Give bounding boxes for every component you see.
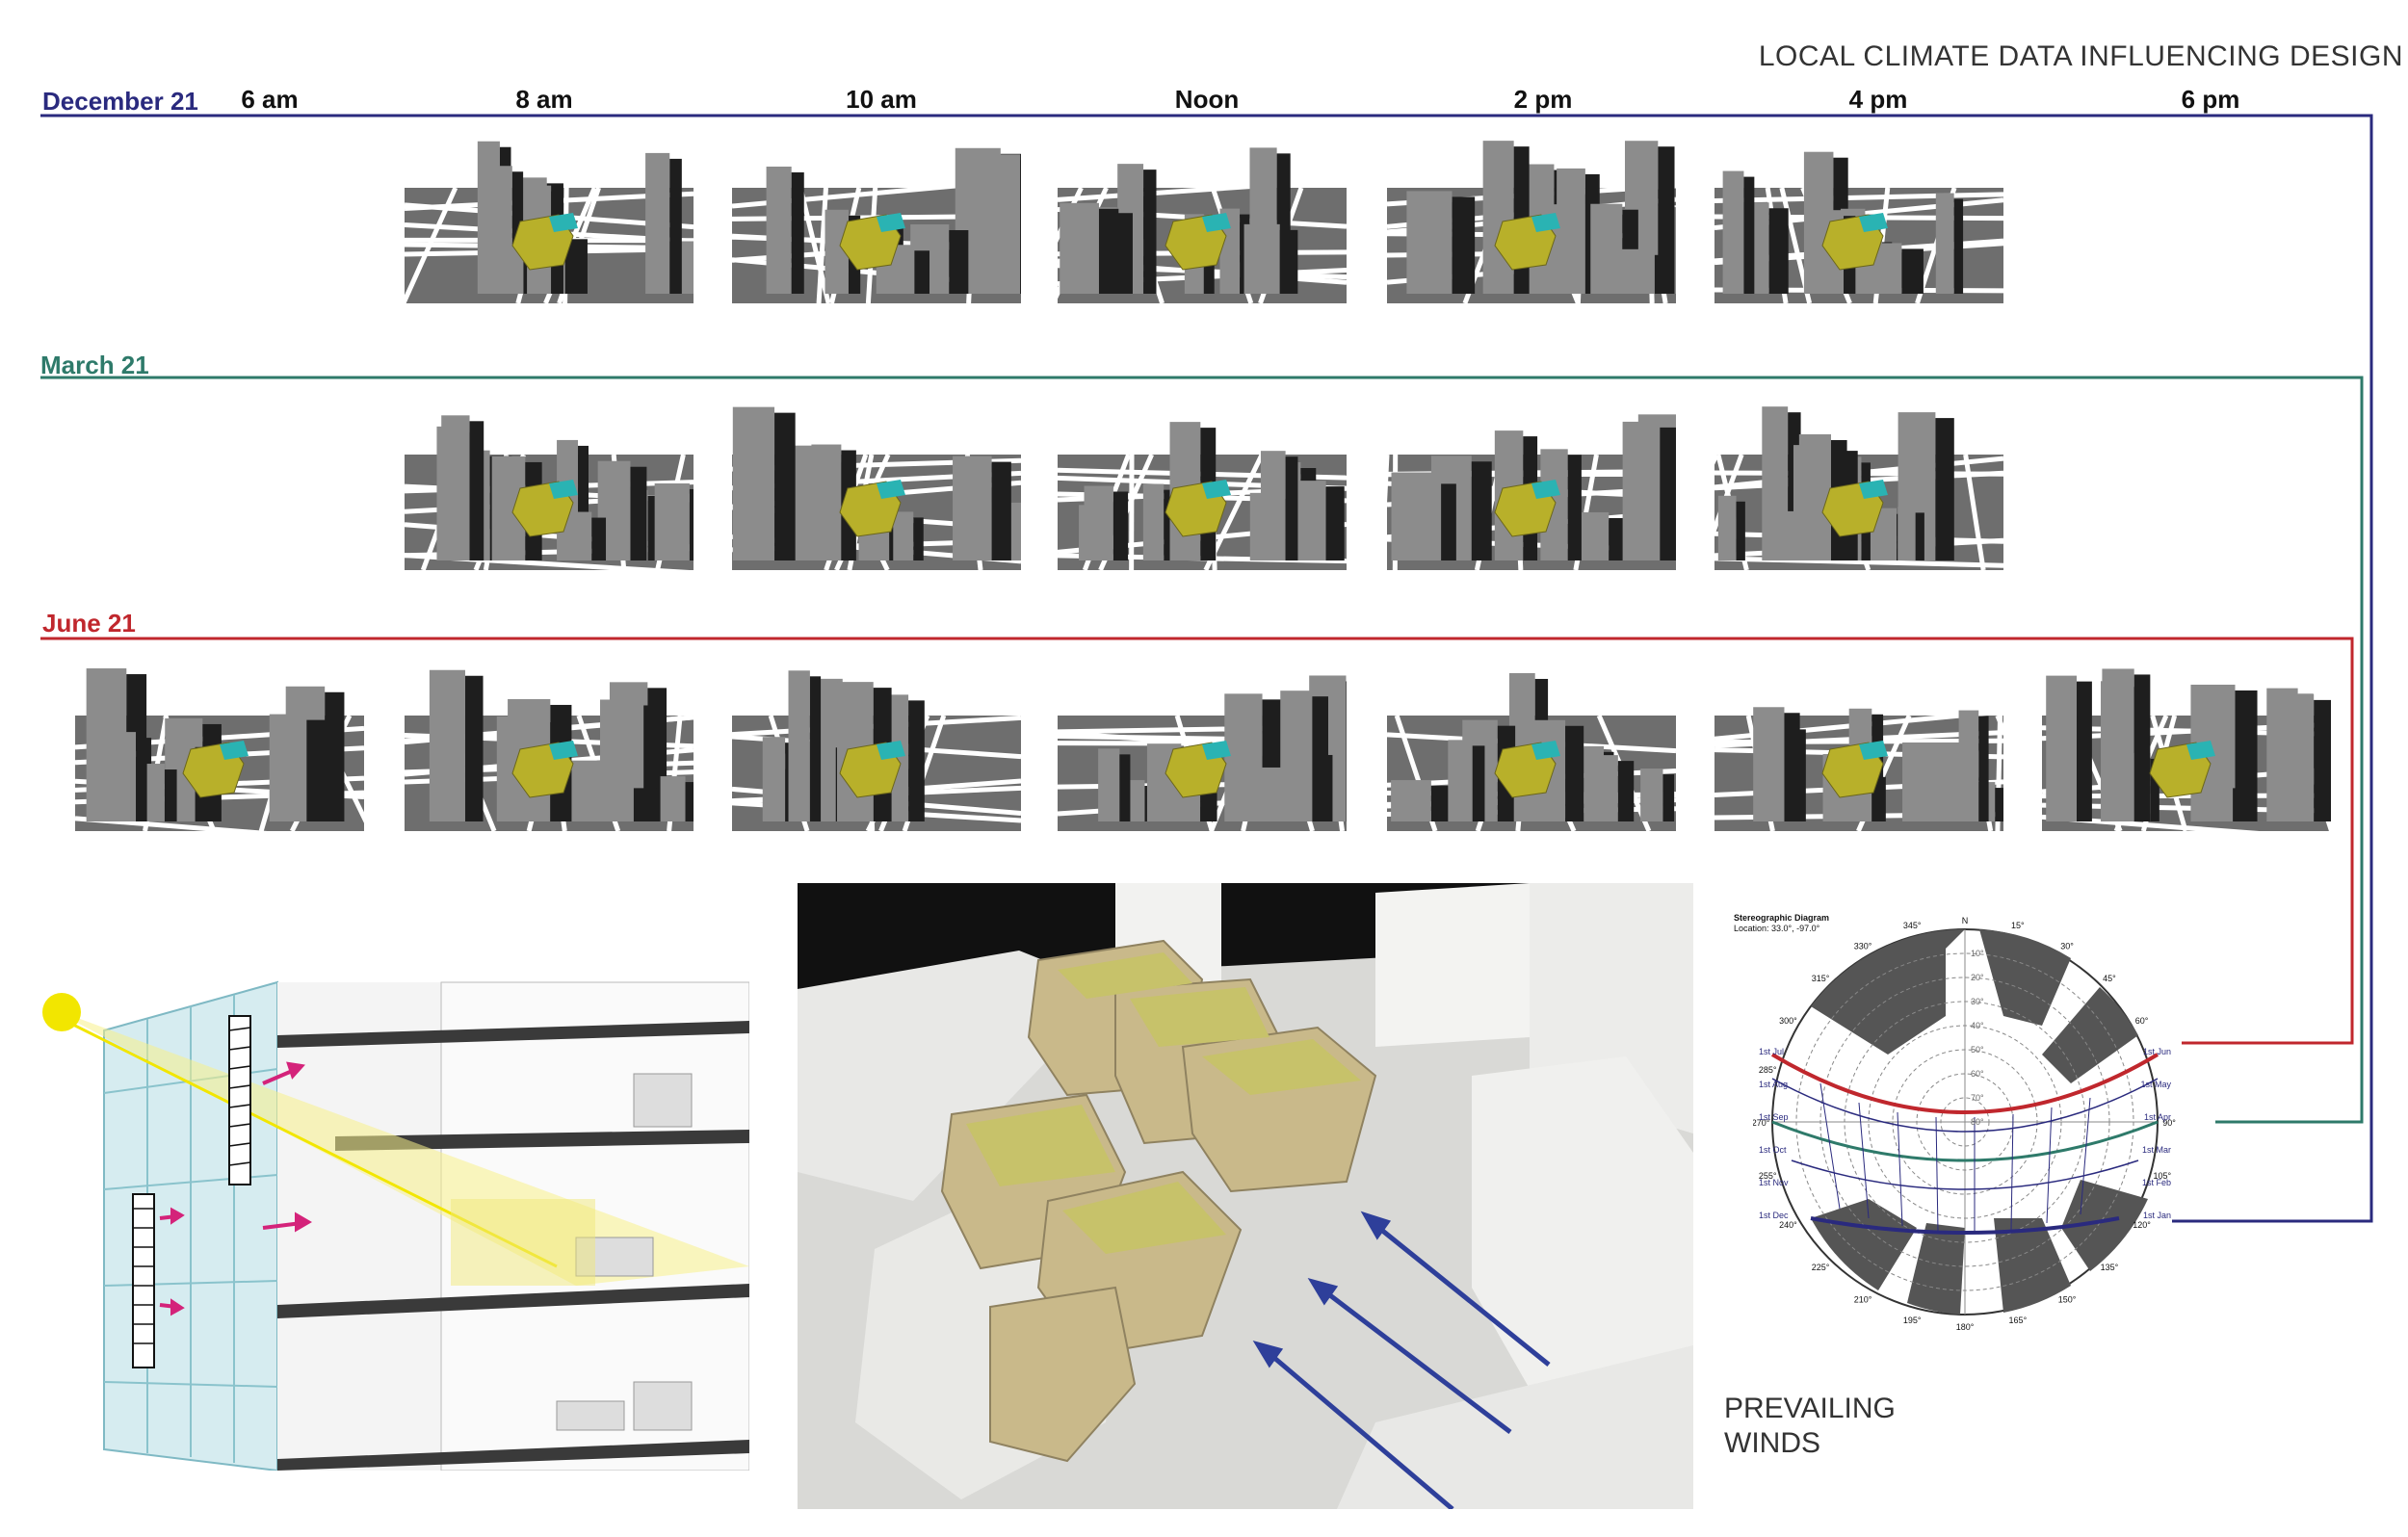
time-header-noon: Noon (1174, 85, 1240, 114)
time-header-8am: 8 am (515, 85, 573, 114)
march-sun-path (1771, 1120, 2159, 1162)
altitude-label: 10° (1971, 949, 1984, 958)
row-label-march: March 21 (40, 351, 149, 379)
azimuth-label: 30° (2060, 941, 2074, 951)
sun-study-image (405, 130, 694, 303)
compass-north-label: N (1962, 916, 1969, 925)
altitude-label: 80° (1971, 1117, 1984, 1127)
azimuth-label: 315° (1812, 974, 1830, 983)
date-label-left: 1st Sep (1759, 1112, 1789, 1122)
altitude-label: 70° (1971, 1093, 1984, 1103)
sun-study-image (1058, 658, 1347, 831)
azimuth-label: 210° (1854, 1295, 1872, 1305)
row-label-december: December 21 (42, 87, 198, 116)
altitude-label: 40° (1971, 1021, 1984, 1030)
date-label-left: 1st Dec (1759, 1211, 1789, 1220)
page-title: LOCAL CLIMATE DATA INFLUENCING DESIGN (1758, 40, 2403, 72)
date-label-left: 1st Aug (1759, 1080, 1788, 1089)
stereographic-diagram: N 345° 15° 30° 330° 315° 45° 300° 60° 285° 270° 90°… (1753, 916, 2176, 1332)
sun-study-image (1058, 130, 1347, 303)
azimuth-label: 165° (2009, 1316, 2028, 1325)
azimuth-label: 345° (1903, 921, 1922, 930)
date-label-left: 1st Oct (1759, 1145, 1787, 1155)
sun-study-image (732, 397, 1021, 570)
sun-study-image (732, 658, 1021, 831)
stereographic-title: Stereographic Diagram (1734, 913, 1830, 923)
altitude-label: 20° (1971, 973, 1984, 982)
azimuth-label: 270° (1753, 1118, 1770, 1128)
azimuth-label: 150° (2058, 1295, 2077, 1305)
sun-study-image (2042, 658, 2331, 831)
azimuth-label: 330° (1854, 941, 1872, 951)
altitude-label: 50° (1971, 1045, 1984, 1055)
sun-study-image (732, 130, 1021, 303)
azimuth-label: 45° (2103, 974, 2116, 983)
time-header-10am: 10 am (846, 85, 917, 114)
sun-study-image (405, 658, 694, 831)
time-header-6pm: 6 pm (2181, 85, 2240, 114)
sun-study-image (1714, 130, 2003, 303)
sun-study-image (1714, 397, 2003, 570)
section-perspective (37, 977, 749, 1471)
date-label-left: 1st Jul (1759, 1047, 1784, 1056)
sun-study-image (1387, 130, 1676, 303)
altitude-label: 30° (1971, 997, 1984, 1006)
azimuth-label: 180° (1956, 1322, 1975, 1332)
site-model-photo (798, 883, 1693, 1509)
azimuth-label: 15° (2011, 921, 2025, 930)
sun-study-image (1714, 658, 2003, 831)
prevailing-winds-arrows (1252, 1211, 1551, 1509)
azimuth-label: 255° (1759, 1171, 1777, 1181)
time-header-4pm: 4 pm (1848, 85, 1908, 114)
azimuth-label: 240° (1779, 1220, 1797, 1230)
prevailing-winds-line-1: PREVAILING (1724, 1393, 1896, 1424)
sun-icon (42, 993, 81, 1031)
sun-study-image (1058, 397, 1347, 570)
date-label-right: 1st Feb (2142, 1178, 2171, 1187)
date-label-right: 1st Mar (2142, 1145, 2171, 1155)
azimuth-label: 90° (2162, 1118, 2176, 1128)
date-label-left: 1st Nov (1759, 1178, 1789, 1187)
sun-study-image (1387, 397, 1676, 570)
azimuth-label: 300° (1779, 1016, 1797, 1026)
date-label-right: 1st Jan (2143, 1211, 2171, 1220)
time-header-6am: 6 am (241, 85, 299, 114)
date-label-right: 1st May (2140, 1080, 2171, 1089)
azimuth-label: 195° (1903, 1316, 1922, 1325)
sun-study-image (405, 397, 694, 570)
azimuth-label: 135° (2101, 1263, 2119, 1272)
azimuth-label: 105° (2153, 1171, 2171, 1181)
azimuth-label: 225° (1812, 1263, 1830, 1272)
altitude-label: 60° (1971, 1069, 1984, 1079)
sun-study-image (1387, 658, 1676, 831)
prevailing-winds-label: PREVAILING WINDS (1724, 1392, 1896, 1461)
prevailing-winds-line-2: WINDS (1724, 1427, 1820, 1459)
row-label-june: June 21 (42, 609, 136, 638)
june-sun-path (1770, 1053, 2159, 1114)
azimuth-label: 285° (1759, 1065, 1777, 1075)
time-header-2pm: 2 pm (1513, 85, 1573, 114)
december-sun-path (1810, 1216, 2120, 1235)
stereographic-location: Location: 33.0°, -97.0° (1734, 924, 1820, 933)
sun-study-image (75, 658, 364, 831)
date-label-right: 1st Jun (2143, 1047, 2171, 1056)
azimuth-label: 60° (2135, 1016, 2149, 1026)
date-label-right: 1st Apr (2144, 1112, 2171, 1122)
azimuth-label: 120° (2133, 1220, 2151, 1230)
stereographic-caption: Stereographic Diagram Location: 33.0°, -… (1734, 913, 1829, 934)
